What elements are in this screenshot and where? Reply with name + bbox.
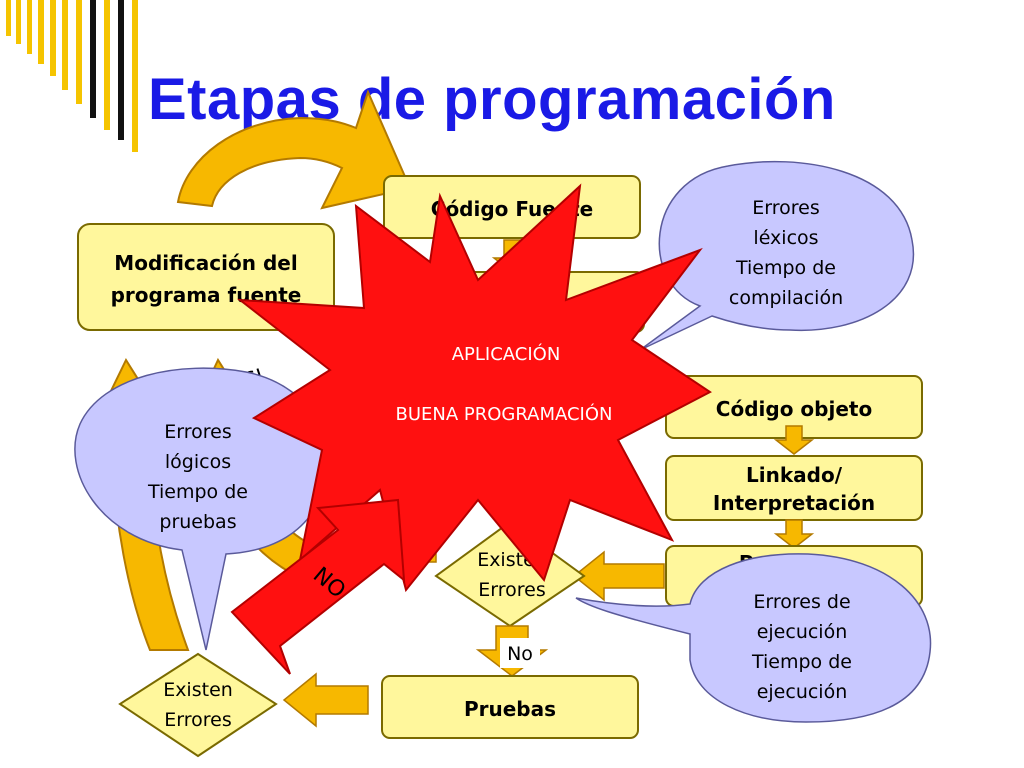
logicos-line3: Tiempo de xyxy=(147,481,248,503)
modificacion-label-line1: Modificación del xyxy=(114,251,297,275)
callout-ejecucion xyxy=(575,553,932,723)
box-pruebas xyxy=(381,675,639,739)
linkado-label-line1: Linkado/ xyxy=(746,463,843,487)
ejecucion-line2: ejecución xyxy=(757,621,848,643)
callout-lexicos xyxy=(639,160,915,351)
ejecucion-line4: ejecución xyxy=(757,681,848,703)
decision-bottom-line2: Errores xyxy=(164,709,231,731)
decision-bottom xyxy=(118,652,278,758)
arrow-pruebas-left xyxy=(282,672,369,728)
decision-bottom-line1: Existen xyxy=(163,679,233,701)
red-no-arrow xyxy=(230,498,406,675)
star-burst xyxy=(236,183,712,593)
arrow-linkado-down xyxy=(773,519,815,549)
arrow-objeto-down xyxy=(773,425,815,455)
decision-center-line2: Errores xyxy=(478,579,545,601)
star-line1: APLICACIÓN xyxy=(452,343,561,365)
lexicos-line4: compilación xyxy=(729,287,843,309)
decorative-stripes xyxy=(6,0,138,152)
callout-logicos xyxy=(74,367,330,651)
codigo-objeto-label: Código objeto xyxy=(716,397,872,421)
no-label: No xyxy=(507,643,533,665)
logicos-line1: Errores xyxy=(164,421,231,443)
no-label-bg xyxy=(500,638,540,668)
lexicos-line1: Errores xyxy=(752,197,819,219)
pruebas-label: Pruebas xyxy=(464,697,556,721)
ejecucion-line1: Errores de xyxy=(753,591,850,613)
lexicos-line3: Tiempo de xyxy=(735,257,836,279)
logicos-line4: pruebas xyxy=(159,511,236,533)
linkado-label-line2: Interpretación xyxy=(713,491,875,515)
lexicos-line2: léxicos xyxy=(753,227,818,249)
curved-arrow-top xyxy=(176,89,412,210)
ejecucion-line3: Tiempo de xyxy=(751,651,852,673)
slide-title: Etapas de programación xyxy=(148,67,836,132)
logicos-line2: lógicos xyxy=(165,451,231,473)
star-line2: BUENA PROGRAMACIÓN xyxy=(395,403,612,425)
arrow-programa-left xyxy=(572,550,665,602)
